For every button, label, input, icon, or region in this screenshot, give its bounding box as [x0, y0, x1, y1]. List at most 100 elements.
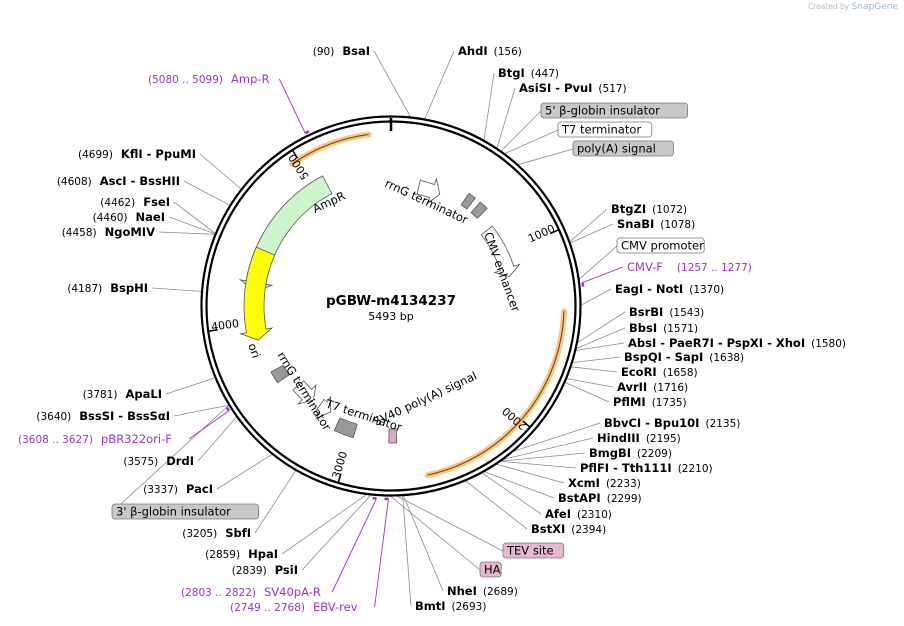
site-position: (517) — [598, 83, 626, 95]
site-name: DrdI — [166, 454, 194, 468]
site-name: PflFI - Tth111I — [580, 461, 672, 475]
site-position: (4460) — [93, 212, 128, 224]
site-position: (4458) — [62, 227, 97, 239]
site-leader-line — [424, 50, 455, 120]
feature-label-text: T7 terminator — [561, 123, 641, 137]
site-position: (2233) — [606, 478, 641, 490]
site-position: (2209) — [637, 448, 672, 460]
feature-label-sv40-poly-a-signal: SV40 poly(A) signal — [371, 369, 479, 429]
site-label: BmtI(2693) — [415, 599, 486, 613]
site-position: (2839) — [232, 565, 267, 577]
site-name: AhdI — [458, 44, 488, 58]
site-label: (3337)PacI — [143, 482, 213, 496]
primer-mark — [304, 130, 310, 135]
site-label: PflFI - Tth111I(2210) — [580, 461, 713, 475]
site-name: PsiI — [275, 563, 298, 577]
primer-range: (1257 .. 1277) — [677, 262, 752, 274]
site-position: (1638) — [709, 352, 744, 364]
primer-name: EBV-rev — [313, 600, 358, 614]
site-leader-line — [165, 377, 216, 395]
site-label: (4460)NaeI — [93, 210, 165, 224]
site-leader-line — [580, 288, 612, 306]
tick-label: 3000 — [330, 450, 350, 481]
site-label: AhdI(156) — [458, 44, 522, 58]
site-position: (4608) — [57, 176, 92, 188]
site-leader-line — [570, 223, 614, 244]
site-name: KflI - PpuMI — [121, 147, 196, 161]
feature-label-text: TEV site — [506, 544, 554, 558]
site-leader-line — [570, 366, 618, 373]
site-name: BspQI - SapI — [624, 350, 703, 364]
site-position: (2299) — [607, 493, 642, 505]
site-leader-line — [564, 382, 610, 403]
site-leader-line — [577, 311, 626, 343]
feature-label-text: HA — [484, 563, 501, 577]
feature-label-rrng-terminator-bottom-: rrnG terminator — [274, 349, 334, 433]
site-name: FseI — [143, 195, 170, 209]
feature-label-box — [111, 503, 260, 520]
site-label: BmgBI (2209) — [589, 446, 672, 460]
site-label: HindIII(2195) — [597, 431, 681, 445]
site-name: AsiSI - PvuI — [519, 81, 592, 95]
primer-label: (3608 .. 3627)pBR322ori-F — [18, 432, 172, 446]
site-label: BspQI - SapI (1638) — [624, 350, 744, 364]
feature-ha-tev — [388, 428, 398, 444]
primer-leader-line — [188, 410, 230, 440]
site-leader-line — [301, 494, 372, 571]
site-label: AvrII(1716) — [617, 380, 688, 394]
feature-label-box — [616, 237, 705, 254]
site-position: (4462) — [100, 197, 135, 209]
primer-range: (2749 .. 2768) — [230, 602, 305, 614]
feature-poly-a-signal — [470, 201, 488, 219]
site-leader-line — [254, 470, 297, 534]
site-position: (1580) — [811, 338, 846, 350]
site-leader-line — [183, 180, 231, 206]
site-label: BstAPI(2299) — [558, 491, 642, 505]
site-position: (1735) — [652, 397, 687, 409]
primer-label: (2803 .. 2822)SV40pA-R — [181, 585, 321, 599]
site-label: AfeI (2310) — [545, 507, 612, 521]
site-leader-line — [197, 416, 238, 462]
primer-name: pBR322ori-F — [101, 432, 172, 446]
site-name: EcoRI — [621, 365, 657, 379]
feature-sv40-poly-a-signal — [333, 417, 358, 439]
site-label: (4458)NgoMIV — [62, 225, 155, 239]
site-name: BmgBI — [589, 446, 631, 460]
site-name: BtgI — [498, 66, 525, 80]
site-position: (1658) — [663, 367, 698, 379]
site-leader-line — [572, 356, 621, 364]
site-position: (2859) — [205, 549, 240, 561]
primer-label: CMV-F(1257 .. 1277) — [627, 260, 752, 274]
site-name: AfeI — [545, 507, 571, 521]
site-label: SnaBI(1078) — [617, 217, 695, 231]
site-name: HindIII — [597, 431, 640, 445]
primer-label: (5080 .. 5099)Amp-R — [148, 72, 270, 86]
site-position: (2310) — [577, 509, 612, 521]
highlight-arc-line — [427, 311, 565, 476]
feature-leader-line — [396, 495, 504, 552]
feature-label-text: poly(A) signal — [577, 142, 656, 156]
site-label: BsrBI(1543) — [629, 305, 704, 319]
site-leader-line — [569, 208, 608, 243]
site-leader-line — [576, 327, 626, 349]
site-position: (4187) — [67, 283, 102, 295]
tick-mark — [207, 329, 218, 333]
tick-mark — [337, 473, 342, 484]
site-leader-line — [173, 201, 216, 234]
primer-name: SV40pA-R — [264, 585, 321, 599]
site-name: BstXI — [531, 522, 565, 536]
site-position: (2693) — [452, 601, 487, 613]
site-label: NheI(2689) — [447, 584, 518, 598]
site-name: AvrII — [617, 380, 647, 394]
site-name: BbvCI - Bpu10I — [604, 416, 699, 430]
primer-leader-line — [582, 266, 624, 284]
site-name: SnaBI — [617, 217, 654, 231]
primer-label: (2749 .. 2768) EBV-rev — [230, 600, 358, 614]
tick-label: 4000 — [210, 317, 240, 334]
site-name: NheI — [447, 584, 477, 598]
feature-label-box — [557, 121, 653, 138]
feature-ori — [239, 246, 276, 341]
site-label: (3205)SbfI — [182, 526, 251, 540]
feature-leader-line — [517, 148, 574, 166]
